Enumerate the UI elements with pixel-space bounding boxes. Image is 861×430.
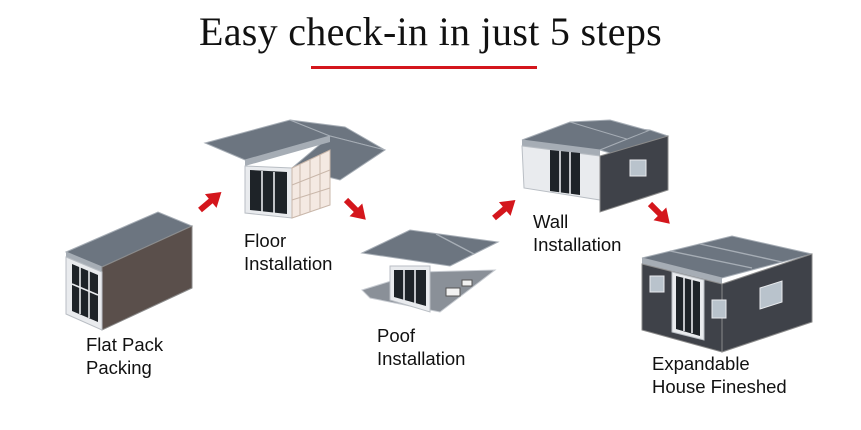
finished-house-image [641, 235, 813, 353]
step-2-line-1: Floor [244, 230, 287, 251]
floor-installation-image [203, 119, 387, 219]
red-arrow-icon [492, 200, 516, 221]
step-4-line-1: Wall [533, 211, 569, 232]
roof-installation-image [360, 229, 500, 313]
flat-pack-container-image [64, 211, 194, 331]
red-arrow-icon [198, 192, 222, 213]
step-1-line-2: Packing [86, 357, 152, 378]
step-2-line-2: Installation [244, 253, 333, 274]
title-underline [311, 66, 537, 69]
step-1-line-1: Flat Pack [86, 334, 164, 355]
step-4-label: Wall Installation [533, 210, 621, 256]
step-5-line-2: House Fineshed [652, 376, 787, 397]
step-3-line-1: Poof [377, 325, 416, 346]
red-arrow-icon [343, 197, 366, 220]
step-2-label: Floor Installation [244, 229, 332, 275]
step-3-label: Poof Installation [377, 324, 465, 370]
wall-installation-image [521, 119, 670, 213]
page-title: Easy check-in in just 5 steps [198, 9, 663, 54]
step-3-line-2: Installation [377, 348, 466, 369]
red-arrow-icon [647, 201, 670, 224]
step-5-label: Expandable House Fineshed [652, 352, 787, 398]
step-5-line-1: Expandable [652, 353, 750, 374]
step-4-line-2: Installation [533, 234, 622, 255]
step-1-label: Flat Pack Packing [86, 333, 163, 379]
